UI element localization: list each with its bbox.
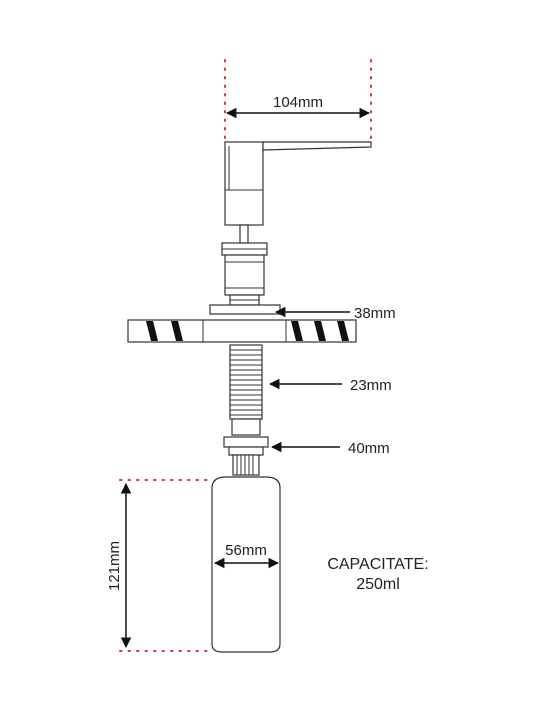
dimension-label-nut: 40mm [348,440,390,457]
dimension-nut: 40mm [270,440,390,457]
dimension-label-width-top: 104mm [273,94,323,111]
dimension-label-bottle-height: 121mm [106,541,123,591]
bottle [211,476,281,653]
collar [221,242,268,306]
dimension-width-top: 104mm [225,94,371,119]
capacity-value: 250ml [356,576,400,593]
capacity-note: CAPACITATE: 250ml [327,556,428,593]
flange [209,304,281,315]
guide-lines [119,59,372,652]
threaded-shank [229,344,263,436]
nut [223,436,269,476]
dimension-flange: 38mm [274,305,396,322]
countertop [127,319,357,343]
pump-stem [239,224,249,244]
dimension-thread: 23mm [268,377,392,394]
dimension-label-bottle-width: 56mm [225,542,267,559]
pump-head [224,141,372,226]
dimension-bottle-height: 121mm [106,482,132,649]
dimension-label-flange: 38mm [354,305,396,322]
dimension-label-thread: 23mm [350,377,392,394]
capacity-title: CAPACITATE: [327,556,428,573]
dimension-bottle-width: 56mm [213,542,280,569]
